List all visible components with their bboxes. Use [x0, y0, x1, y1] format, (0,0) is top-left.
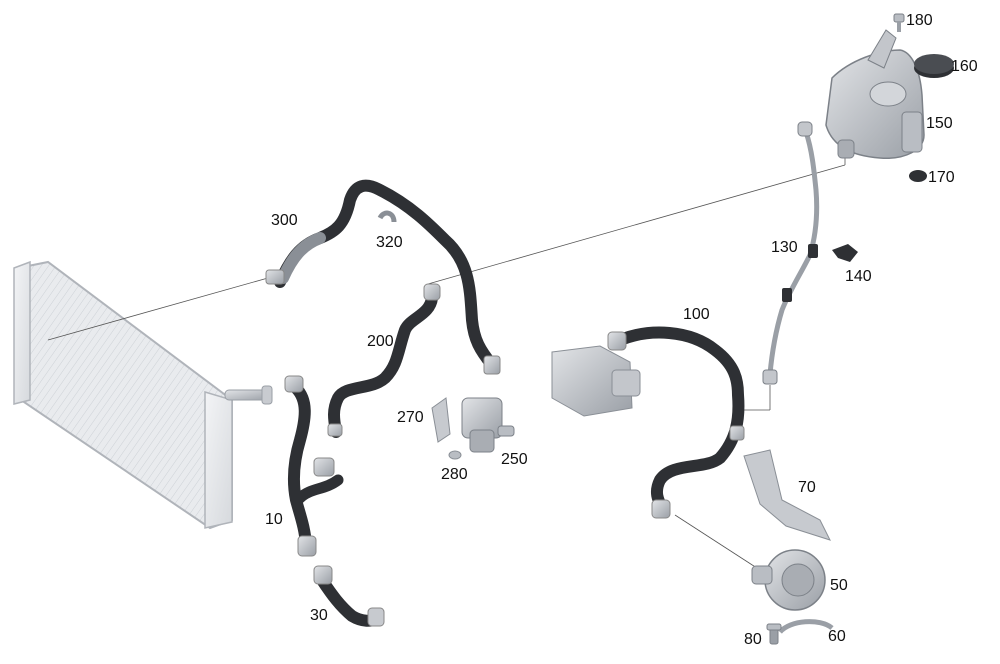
callout-160: 160	[951, 58, 978, 75]
clamp-60	[778, 619, 834, 634]
clip-140	[832, 244, 858, 262]
hose-100	[607, 326, 745, 519]
leader-lines	[47, 158, 846, 571]
cap-170	[909, 170, 927, 182]
callout-70: 70	[798, 479, 816, 496]
callout-170: 170	[928, 169, 955, 186]
callout-280: 280	[441, 466, 468, 483]
callout-140: 140	[845, 268, 872, 285]
callout-180: 180	[906, 12, 933, 29]
heat-exchanger	[551, 345, 641, 417]
bolt-180	[893, 13, 905, 32]
callout-150: 150	[926, 115, 953, 132]
callout-50: 50	[830, 577, 848, 594]
callout-320: 320	[376, 234, 403, 251]
callout-250: 250	[501, 451, 528, 468]
cap-160	[914, 54, 954, 78]
pipe-130	[762, 121, 820, 385]
callout-30: 30	[310, 607, 328, 624]
expansion-tank-150	[825, 29, 925, 159]
pump-50	[751, 549, 826, 611]
bolt-80	[766, 623, 782, 645]
callout-80: 80	[744, 631, 762, 648]
bracket-70	[743, 449, 831, 541]
valve-250	[461, 397, 515, 453]
hose-30	[313, 565, 385, 627]
hose-10	[284, 375, 344, 557]
callout-10: 10	[265, 511, 283, 528]
callout-100: 100	[683, 306, 710, 323]
callout-130: 130	[771, 239, 798, 256]
hose-300	[265, 179, 501, 375]
callout-300: 300	[271, 212, 298, 229]
part-280	[448, 450, 462, 460]
hose-200	[327, 283, 441, 438]
radiator	[13, 260, 273, 530]
callout-270: 270	[397, 409, 424, 426]
clamp-320	[377, 210, 397, 223]
callout-200: 200	[367, 333, 394, 350]
callout-60: 60	[828, 628, 846, 645]
bracket-270	[431, 397, 451, 443]
